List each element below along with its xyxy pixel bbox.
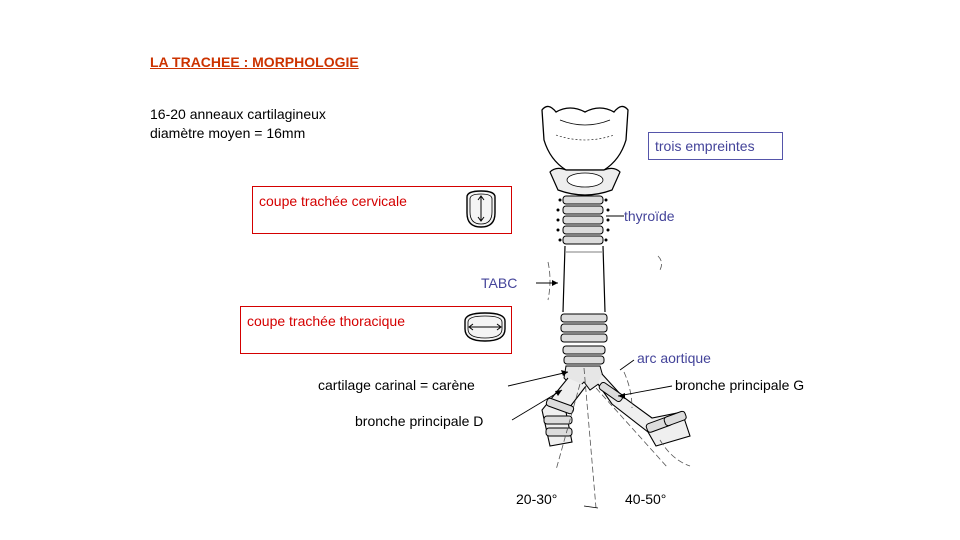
bronche-g-label: bronche principale G <box>675 377 805 393</box>
angle-left-label: 40-50° <box>625 491 667 507</box>
thoracic-section-box: coupe trachée thoracique <box>240 306 512 354</box>
bronche-d-label: bronche principale D <box>355 413 484 429</box>
diameter-info: diamètre moyen = 16mm <box>150 125 306 141</box>
angle-right-label: 20-30° <box>516 491 558 507</box>
thoracic-rings <box>560 313 608 365</box>
carene-label: cartilage carinal = carène <box>318 377 475 393</box>
thoracic-section-label: coupe trachée thoracique <box>247 313 405 329</box>
tabc-label: TABC <box>481 275 518 291</box>
thyroide-label: thyroïde <box>624 208 675 224</box>
right-main-bronchus <box>541 377 587 447</box>
empreintes-label: trois empreintes <box>655 138 755 154</box>
page-title: LA TRACHEE : MORPHOLOGIE <box>150 54 359 70</box>
thyroid-imprint-dots <box>556 198 610 242</box>
thoracic-section-icon <box>464 312 506 342</box>
angle-axes <box>547 255 691 509</box>
cervical-section-icon <box>466 190 496 228</box>
rings-info: 16-20 anneaux cartilagineux <box>150 106 326 122</box>
cervical-rings <box>562 195 604 245</box>
empreintes-box: trois empreintes <box>648 132 783 160</box>
cervical-section-label: coupe trachée cervicale <box>259 193 407 209</box>
arc-aortique-label: arc aortique <box>637 350 711 366</box>
cervical-section-box: coupe trachée cervicale <box>252 186 512 234</box>
thyroid-cartilage <box>541 105 629 171</box>
